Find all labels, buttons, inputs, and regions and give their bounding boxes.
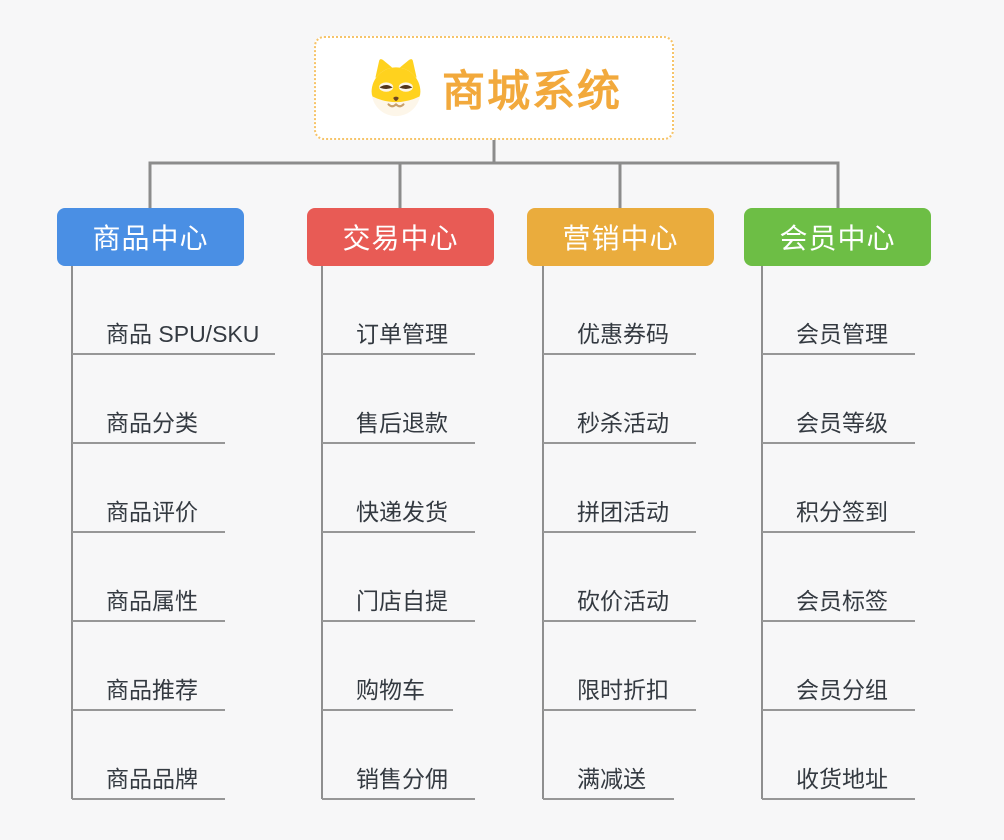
root-title: 商城系统 — [442, 68, 622, 116]
leaf-node[interactable]: 积分签到 — [762, 491, 915, 533]
branch-node-marketing[interactable]: 营销中心 — [527, 208, 714, 266]
leaf-node[interactable]: 秒杀活动 — [543, 402, 696, 444]
shiba-dog-icon — [366, 58, 426, 118]
leaf-node[interactable]: 购物车 — [322, 669, 453, 711]
branch-label: 交易中心 — [342, 223, 459, 254]
leaf-node[interactable]: 会员标签 — [762, 580, 915, 622]
leaf-node[interactable]: 订单管理 — [322, 313, 475, 355]
leaf-node[interactable]: 商品品牌 — [72, 758, 225, 800]
branch-node-product[interactable]: 商品中心 — [57, 208, 244, 266]
branch-node-member[interactable]: 会员中心 — [744, 208, 931, 266]
leaf-node[interactable]: 满减送 — [543, 758, 674, 800]
root-node-mall-system[interactable]: 商城系统 — [314, 36, 674, 140]
leaf-node[interactable]: 门店自提 — [322, 580, 475, 622]
leaf-node[interactable]: 限时折扣 — [543, 669, 696, 711]
leaf-node[interactable]: 商品评价 — [72, 491, 225, 533]
leaf-node[interactable]: 优惠券码 — [543, 313, 696, 355]
leaf-node[interactable]: 会员等级 — [762, 402, 915, 444]
leaf-node[interactable]: 会员分组 — [762, 669, 915, 711]
leaf-node[interactable]: 会员管理 — [762, 313, 915, 355]
leaf-node[interactable]: 商品推荐 — [72, 669, 225, 711]
branch-label: 会员中心 — [779, 223, 896, 254]
leaf-node[interactable]: 商品 SPU/SKU — [72, 313, 275, 355]
leaf-node[interactable]: 售后退款 — [322, 402, 475, 444]
leaf-node[interactable]: 快递发货 — [322, 491, 475, 533]
leaf-node[interactable]: 收货地址 — [762, 758, 915, 800]
branch-node-trade[interactable]: 交易中心 — [307, 208, 494, 266]
leaf-node[interactable]: 拼团活动 — [543, 491, 696, 533]
leaf-node[interactable]: 销售分佣 — [322, 758, 475, 800]
branch-label: 营销中心 — [562, 223, 679, 254]
leaf-node[interactable]: 砍价活动 — [543, 580, 696, 622]
leaf-node[interactable]: 商品分类 — [72, 402, 225, 444]
branch-label: 商品中心 — [92, 223, 209, 254]
leaf-node[interactable]: 商品属性 — [72, 580, 225, 622]
